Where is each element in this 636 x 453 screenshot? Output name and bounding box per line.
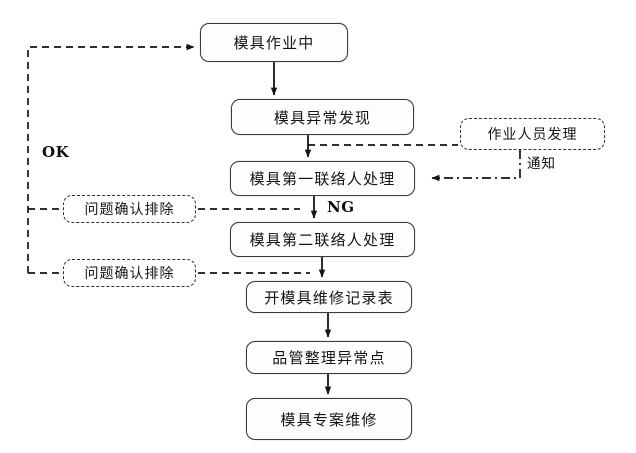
node-operator-handling[interactable]: 作业人员发理	[460, 118, 605, 150]
node-issue-confirmed-2[interactable]: 问题确认排除	[63, 259, 196, 287]
node-repair-record[interactable]: 开模具维修记录表	[246, 281, 412, 313]
node-second-contact[interactable]: 模具第二联络人处理	[230, 222, 415, 257]
node-first-contact[interactable]: 模具第一联络人处理	[230, 161, 415, 196]
node-anomaly-found[interactable]: 模具异常发现	[231, 99, 414, 135]
label-ok: OK	[42, 143, 70, 161]
node-issue-confirmed-1[interactable]: 问题确认排除	[63, 195, 196, 223]
node-qc-summary[interactable]: 品管整理异常点	[246, 341, 412, 374]
label-notify: 通知	[527, 156, 556, 172]
node-special-repair[interactable]: 模具专案维修	[246, 398, 412, 440]
label-ng: NG	[327, 198, 355, 216]
node-mold-operating[interactable]: 模具作业中	[200, 23, 348, 62]
edge-d1-n3	[431, 150, 521, 182]
